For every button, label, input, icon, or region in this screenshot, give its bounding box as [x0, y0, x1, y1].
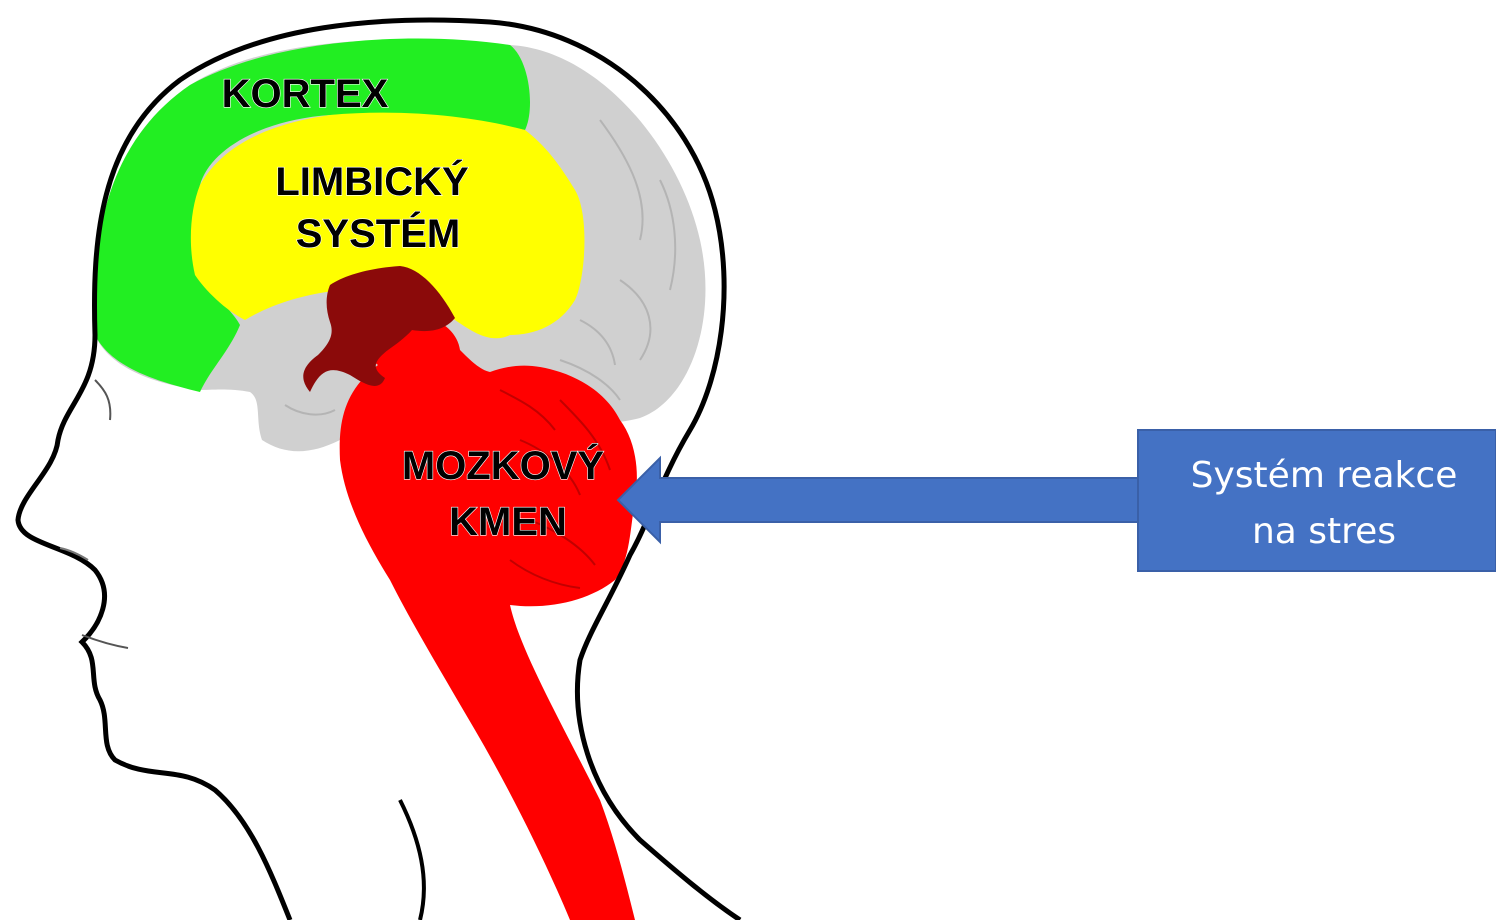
callout-text-line1: Systém reakce — [1191, 455, 1458, 496]
mouth-detail — [82, 635, 128, 648]
callout-arrow — [618, 458, 1138, 542]
brainstem-label-line2: KMEN — [449, 500, 567, 544]
callout-text-line2: na stres — [1252, 511, 1396, 552]
brainstem-label-line1: MOZKOVÝ — [402, 442, 605, 488]
brainstem-region — [340, 314, 637, 920]
eye-detail — [95, 380, 110, 420]
neck-line — [400, 800, 424, 920]
limbic-label-line1: LIMBICKÝ — [275, 158, 469, 204]
limbic-label-line2: SYSTÉM — [296, 211, 460, 256]
kortex-label: KORTEX — [222, 72, 389, 116]
